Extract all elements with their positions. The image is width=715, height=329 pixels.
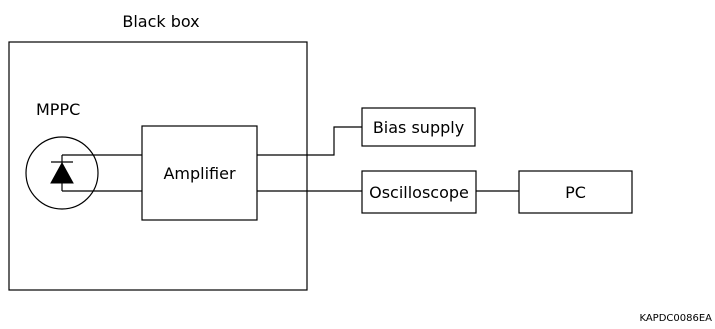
oscilloscope-label: Oscilloscope [369,183,469,202]
pc-label: PC [565,183,586,202]
bias-supply-label: Bias supply [373,118,464,137]
bias-supply-box [361,107,476,147]
figure-code: KAPDC0086EA [639,313,712,324]
black-box-label: Black box [122,12,199,31]
mppc-label: MPPC [36,100,80,119]
amplifier-box [141,125,258,221]
mppc-photodiode-icon [25,136,99,210]
oscilloscope-box [361,170,477,214]
amplifier-label: Amplifier [163,164,236,183]
amplifier-to-bias-supply-wire [257,126,362,156]
pc-box [518,170,633,214]
